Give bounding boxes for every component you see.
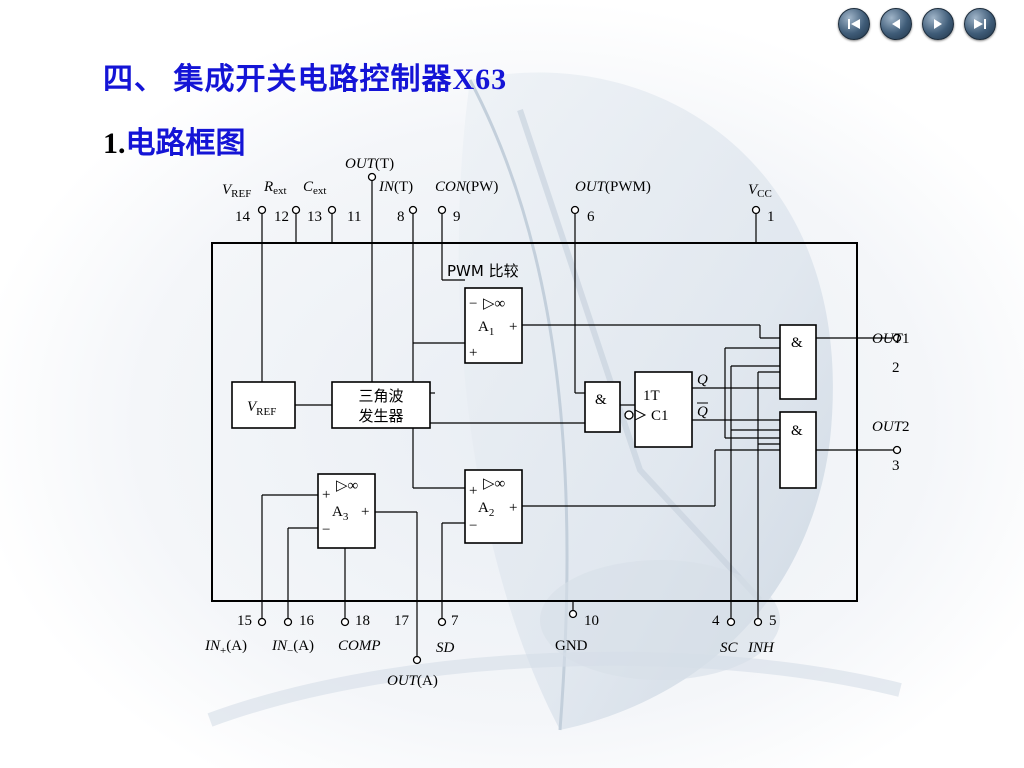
chip-outline [211, 242, 858, 602]
a1-opamp-symbol: ▷∞ [483, 296, 505, 312]
pwm-compare-label: PWM 比较 [447, 262, 519, 280]
pin-in-minus-label: IN−(A) [271, 638, 314, 657]
a2-minus: − [469, 518, 477, 534]
pin-in-plus-label: IN+(A) [204, 638, 247, 657]
pin-1-number: 1 [767, 209, 775, 225]
tri-line1: 三角波 [358, 387, 403, 405]
slide-navigation [838, 8, 996, 40]
subtitle-text: 电路框图 [125, 127, 246, 160]
flip-flop [634, 371, 693, 448]
pin-gnd-label: GND [555, 638, 588, 654]
error-amplifier-a3 [317, 473, 376, 549]
pin-13-number: 13 [307, 209, 322, 225]
next-icon[interactable] [922, 8, 954, 40]
a1-minus: − [469, 296, 477, 312]
first-icon[interactable] [838, 8, 870, 40]
pin-outa-label: OUT(A) [387, 673, 438, 689]
vref-block [231, 381, 296, 429]
pin-2-number: 2 [892, 360, 900, 376]
pin-14-number: 14 [235, 209, 251, 225]
pin-outt-label: OUT(T) [345, 156, 394, 172]
pin-outpwm-label: OUT(PWM) [575, 179, 651, 195]
comparator-a1 [464, 287, 523, 364]
slide-subtitle: 1.电路框图 [103, 118, 246, 162]
triangle-wave-generator-block [331, 381, 431, 429]
a3-plus-in: + [322, 487, 330, 503]
pin-inh-label: INH [747, 640, 775, 656]
and-gate-out2-symbol: & [791, 423, 803, 439]
a3-opamp-symbol: ▷∞ [336, 478, 358, 494]
comparator-a2 [464, 469, 523, 544]
pin-9-number: 9 [453, 209, 461, 225]
vref-block-label: VREF [247, 399, 276, 418]
pin-con-label: CON(PW) [435, 179, 498, 195]
and-gate-logic-symbol: & [595, 392, 607, 408]
pin-4-number: 4 [712, 613, 720, 629]
pin-out1-label: OUT1 [872, 331, 910, 347]
and-gate-out1-symbol: & [791, 335, 803, 351]
circuit-block-diagram: VREF 三角波 发生器 PWM 比较 − ▷∞ A1 + + + ▷∞ A2 … [204, 156, 910, 689]
a3-minus: − [322, 522, 330, 538]
q-label: Q [697, 372, 708, 388]
and-gate-out2 [779, 411, 817, 489]
pin-vcc-label: VCC [748, 182, 772, 200]
pin-5-number: 5 [769, 613, 777, 629]
pin-out2-label: OUT2 [872, 419, 910, 435]
a1-plus-in: + [469, 345, 477, 361]
prev-icon[interactable] [880, 8, 912, 40]
pin-rext-label: Rext [263, 179, 287, 197]
clock-triangle-icon [634, 409, 647, 421]
pin-sd-label: SD [436, 640, 455, 656]
and-gate-out1 [779, 324, 817, 400]
pin-11-number: 11 [347, 209, 361, 225]
ff-c1: C1 [651, 408, 669, 424]
pin-18-number: 18 [355, 613, 370, 629]
pin-3-number: 3 [892, 458, 900, 474]
pin-16-number: 16 [299, 613, 315, 629]
pin-10-number: 10 [584, 613, 599, 629]
a2-label: A2 [478, 500, 494, 519]
qbar-label: Q [697, 404, 708, 420]
a2-opamp-symbol: ▷∞ [483, 476, 505, 492]
pin-markers [257, 172, 902, 665]
a2-plus-in: + [469, 483, 477, 499]
ff-1t: 1T [643, 388, 660, 404]
pin-6-number: 6 [587, 209, 595, 225]
pin-15-number: 15 [237, 613, 252, 629]
a2-plus-out: + [509, 500, 517, 516]
and-gate-logic [584, 381, 621, 433]
a3-label: A3 [332, 504, 349, 523]
a1-label: A1 [478, 319, 494, 338]
pin-vref-label: VREF [222, 182, 251, 200]
wiring [261, 180, 897, 656]
slide-title: 四、 集成开关电路控制器X63 [103, 63, 508, 96]
pin-sc-label: SC [720, 640, 739, 656]
pin-7-number: 7 [451, 613, 459, 629]
subtitle-number: 1. [103, 127, 126, 160]
last-icon[interactable] [964, 8, 996, 40]
a1-plus-out: + [509, 319, 517, 335]
pin-int-label: IN(T) [378, 179, 413, 195]
pin-17-number: 17 [394, 613, 410, 629]
pin-cext-label: Cext [303, 179, 326, 197]
pin-8-number: 8 [397, 209, 405, 225]
clock-invert-bubble [624, 410, 634, 420]
a3-plus-out: + [361, 504, 369, 520]
pin-12-number: 12 [274, 209, 289, 225]
tri-line2: 发生器 [358, 407, 403, 425]
pin-comp-label: COMP [338, 638, 381, 654]
